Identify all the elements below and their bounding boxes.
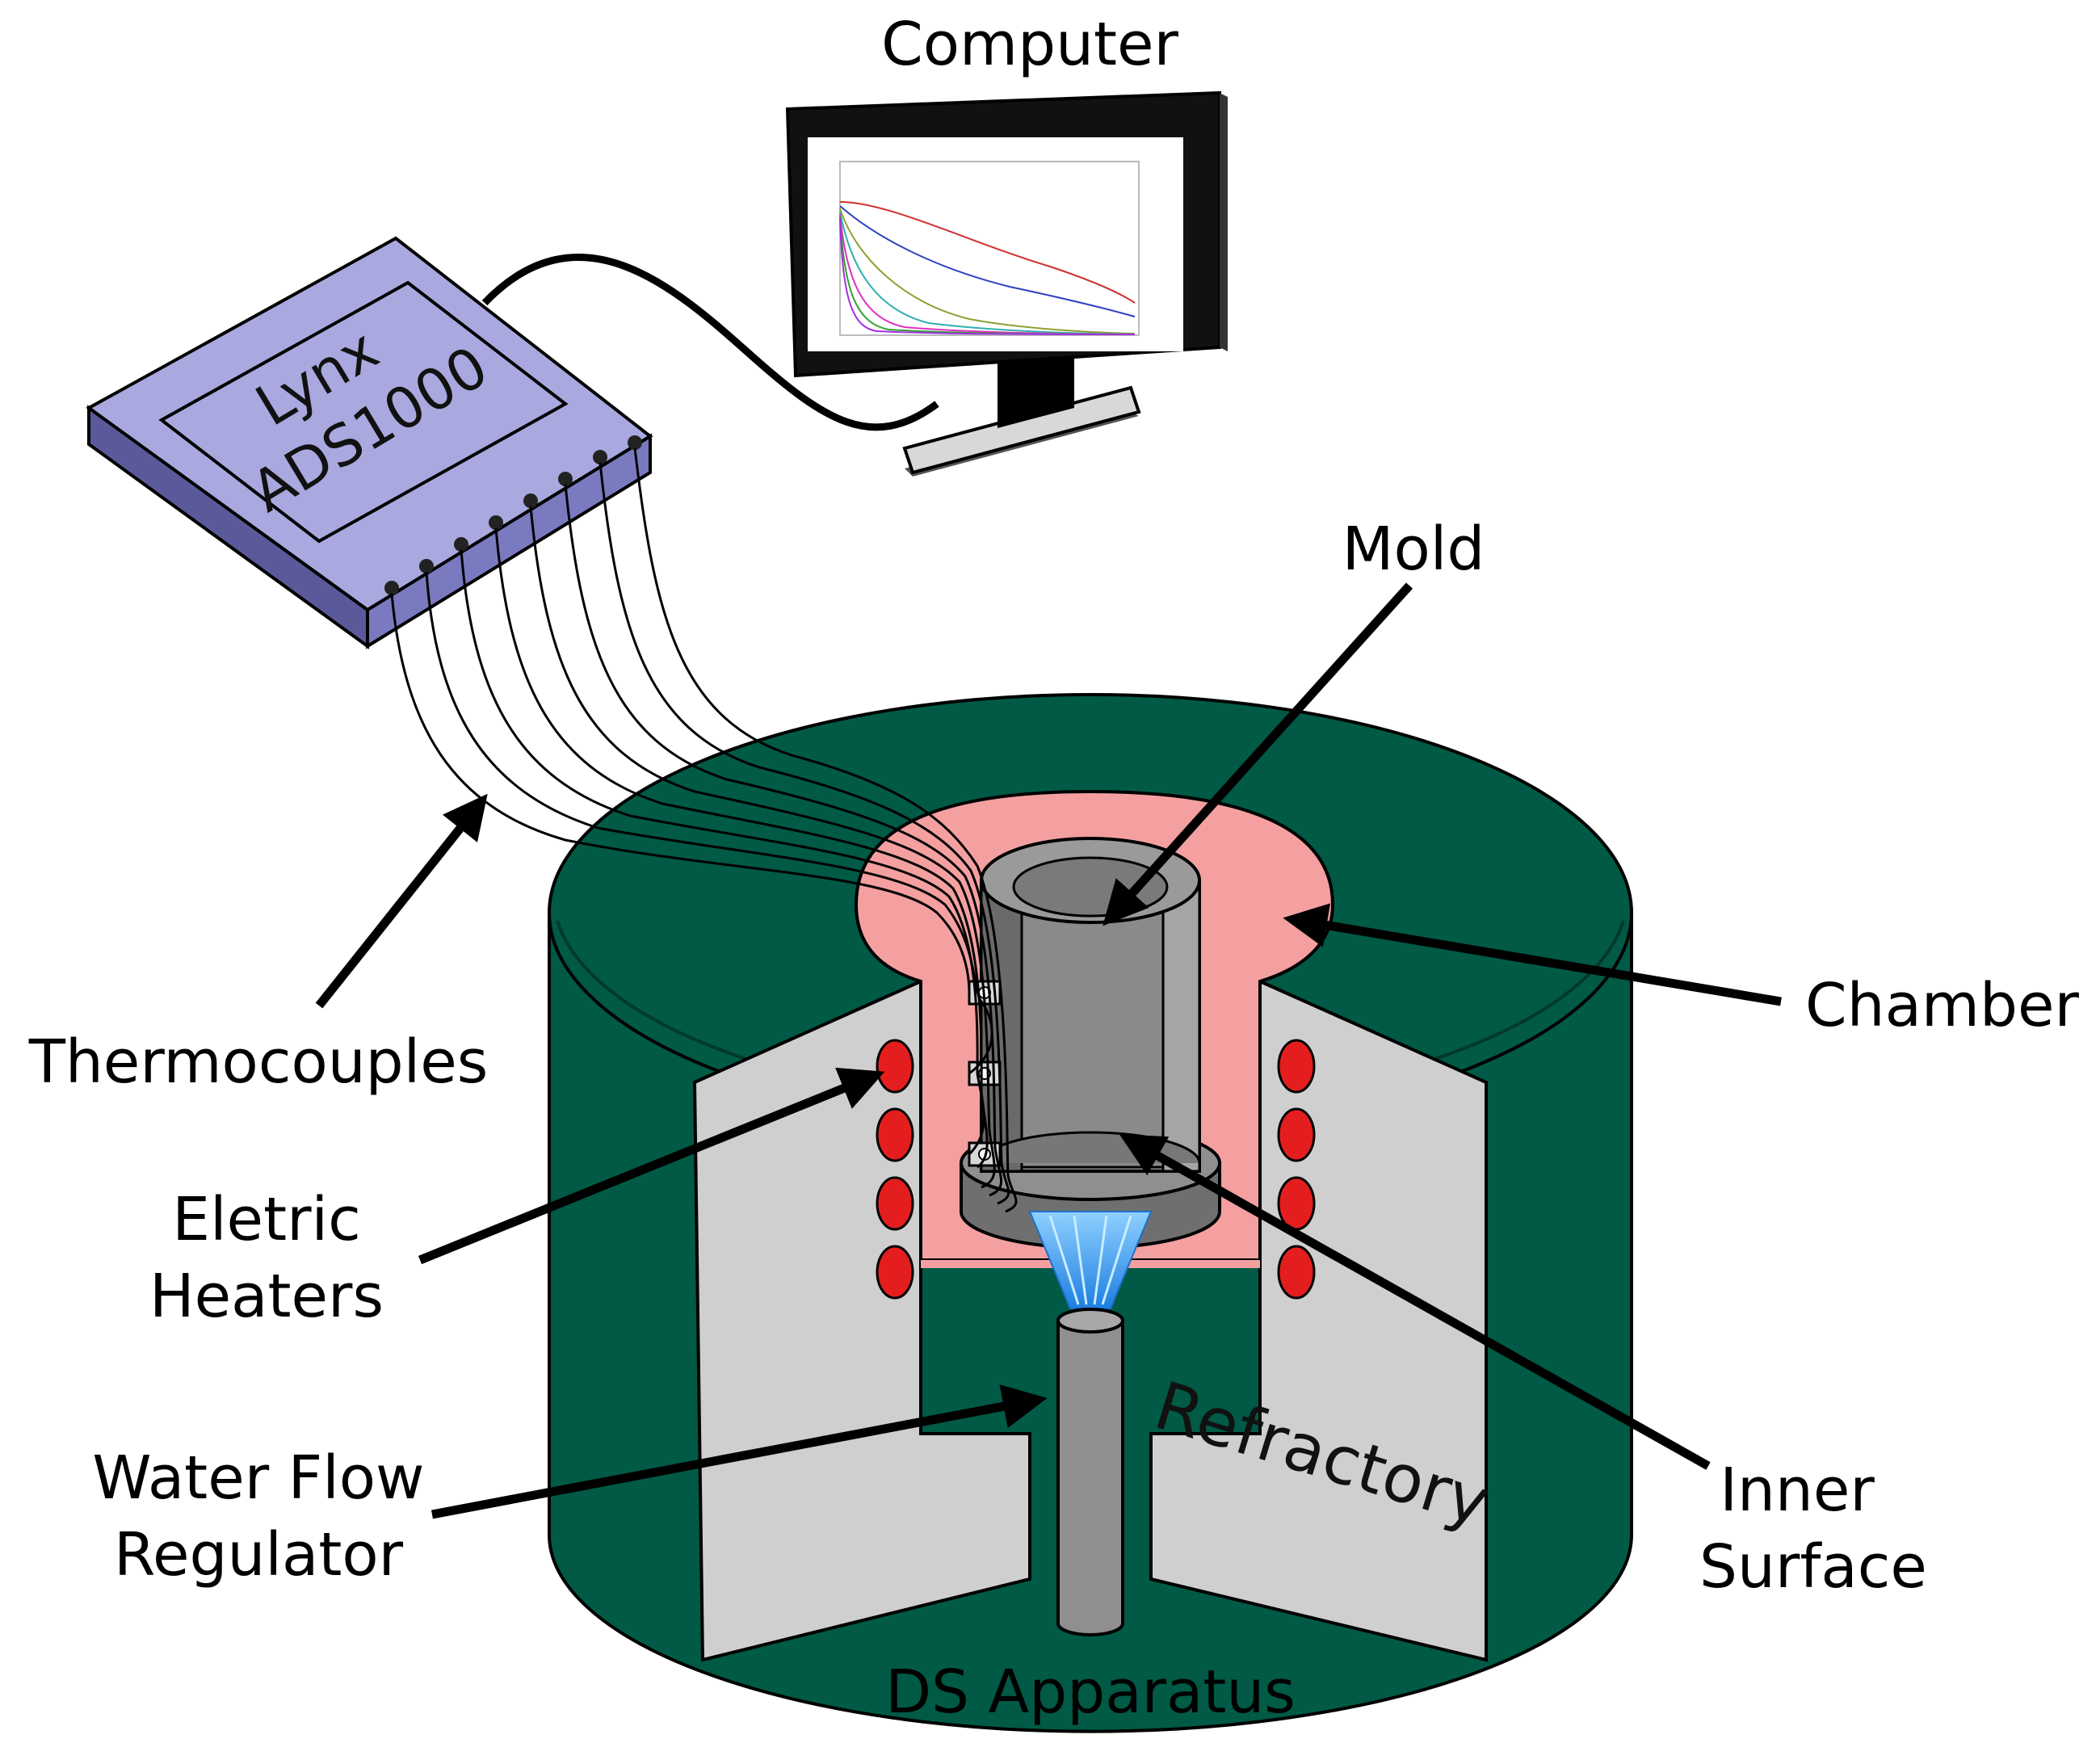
daq-ports (384, 435, 642, 595)
arrows (315, 582, 1782, 1519)
heater-coil (876, 1039, 914, 1094)
label-thermocouples: Thermocouples (28, 1027, 489, 1097)
arrow-inner-surface (1119, 1134, 1711, 1470)
label-inner-line2: Surface (1699, 1532, 1927, 1602)
heater-coil (1277, 1245, 1316, 1300)
label-chamber: Chamber (1805, 971, 2080, 1040)
label-computer: Computer (881, 10, 1178, 79)
label-water-line1: Water Flow (92, 1443, 424, 1513)
daq-device: Lynx ADS1000 (86, 236, 653, 649)
label-mold: Mold (1342, 515, 1485, 584)
heater-coil (876, 1107, 914, 1162)
label-heaters-line2: Heaters (149, 1262, 384, 1331)
heater-coil (1277, 1176, 1316, 1231)
computer-cable (481, 254, 939, 431)
label-heaters-line1: Eletric (172, 1185, 361, 1254)
water-flow (1028, 1211, 1153, 1636)
computer (481, 90, 1228, 477)
heater-coil (876, 1176, 914, 1231)
sensor-block (968, 1061, 1002, 1086)
arrow-thermocouples (315, 793, 488, 1009)
heater-coil (1277, 1107, 1316, 1162)
heaters-right (1277, 1039, 1316, 1300)
refractory-cutaway (692, 956, 1488, 1662)
heater-coil (876, 1245, 914, 1300)
water-pipe (1056, 1319, 1124, 1636)
arrow-mold (1102, 582, 1413, 926)
water-spray-cone (1028, 1211, 1153, 1309)
daq-top-face (86, 236, 653, 612)
arrow-chamber (1283, 903, 1782, 1006)
thermocouple-wires (390, 447, 1018, 1213)
heater-coil (1277, 1039, 1316, 1094)
label-water-line2: Regulator (114, 1520, 404, 1590)
arrow-heaters (418, 1067, 885, 1265)
heaters-left (876, 1039, 914, 1300)
label-apparatus: DS Apparatus (885, 1657, 1296, 1727)
labels: Computer Mold Chamber Thermocouples Elet… (28, 10, 2080, 1727)
arrow-water (430, 1384, 1048, 1519)
monitor-screen (808, 137, 1183, 351)
label-inner-line1: Inner (1720, 1455, 1875, 1525)
screen-plot (839, 161, 1140, 336)
